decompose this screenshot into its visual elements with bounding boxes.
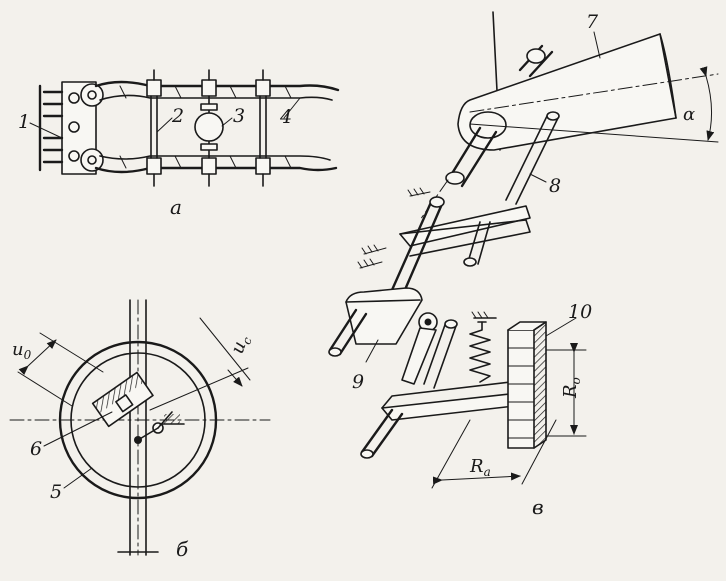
leader-4 <box>283 97 301 119</box>
leader-7 <box>593 31 601 59</box>
dim-Ro-label: Ro <box>560 377 583 399</box>
leader-1 <box>29 122 63 139</box>
dim-u0-label: u0 <box>12 339 32 362</box>
shoe-6 <box>91 371 154 428</box>
label-5: 5 <box>50 481 62 503</box>
label-6: 6 <box>30 438 42 460</box>
follower-link <box>401 327 437 385</box>
caption-a: а <box>170 195 182 219</box>
leader-9 <box>365 339 379 363</box>
view-a-chain-assembly: 1 2 3 4 а <box>18 69 340 219</box>
cross-member-center <box>200 69 218 187</box>
rivet <box>68 92 80 104</box>
rivet <box>68 150 80 162</box>
block-10 <box>507 329 535 449</box>
label-3: 3 <box>233 105 245 127</box>
rod-8 <box>505 113 549 201</box>
ball-3 <box>194 112 224 142</box>
view-b-drum: u0 uc 6 5 б <box>9 299 271 561</box>
label-1: 1 <box>18 111 30 133</box>
caption-v: в <box>532 495 544 519</box>
label-9: 9 <box>352 371 364 393</box>
leader-8 <box>529 173 547 183</box>
label-7: 7 <box>586 11 599 33</box>
dim-u0 <box>18 339 57 376</box>
upper-rail <box>94 80 340 92</box>
lever-9 <box>345 287 423 345</box>
left-pins <box>38 84 64 172</box>
cross-member-4 <box>255 69 271 187</box>
rivet <box>68 121 80 133</box>
leader-10 <box>545 317 577 337</box>
leader-5 <box>63 467 93 489</box>
sprocket-top <box>80 83 104 107</box>
label-2: 2 <box>171 105 184 127</box>
dim-alpha <box>699 66 715 141</box>
leader-3 <box>221 117 233 127</box>
arm-7 <box>457 33 677 151</box>
cross-member-2 <box>146 69 162 187</box>
view-v-linkage: α 8 7 <box>328 11 719 519</box>
caption-b: б <box>176 537 189 561</box>
label-8: 8 <box>549 175 561 197</box>
sprocket-bottom <box>80 148 104 172</box>
dim-Ra-label: Ra <box>469 456 491 479</box>
dim-Ra <box>432 472 521 485</box>
dim-uc-label: uc <box>227 332 255 357</box>
leader-2 <box>156 117 173 133</box>
leader-6 <box>43 411 113 447</box>
dim-alpha-label: α <box>683 104 695 125</box>
drum-outer-5 <box>58 340 218 500</box>
label-4: 4 <box>279 106 292 128</box>
label-10: 10 <box>568 301 592 323</box>
lower-rail <box>94 166 338 174</box>
drum-inner <box>70 352 206 488</box>
ground-supports <box>357 187 431 269</box>
spring <box>469 311 497 383</box>
